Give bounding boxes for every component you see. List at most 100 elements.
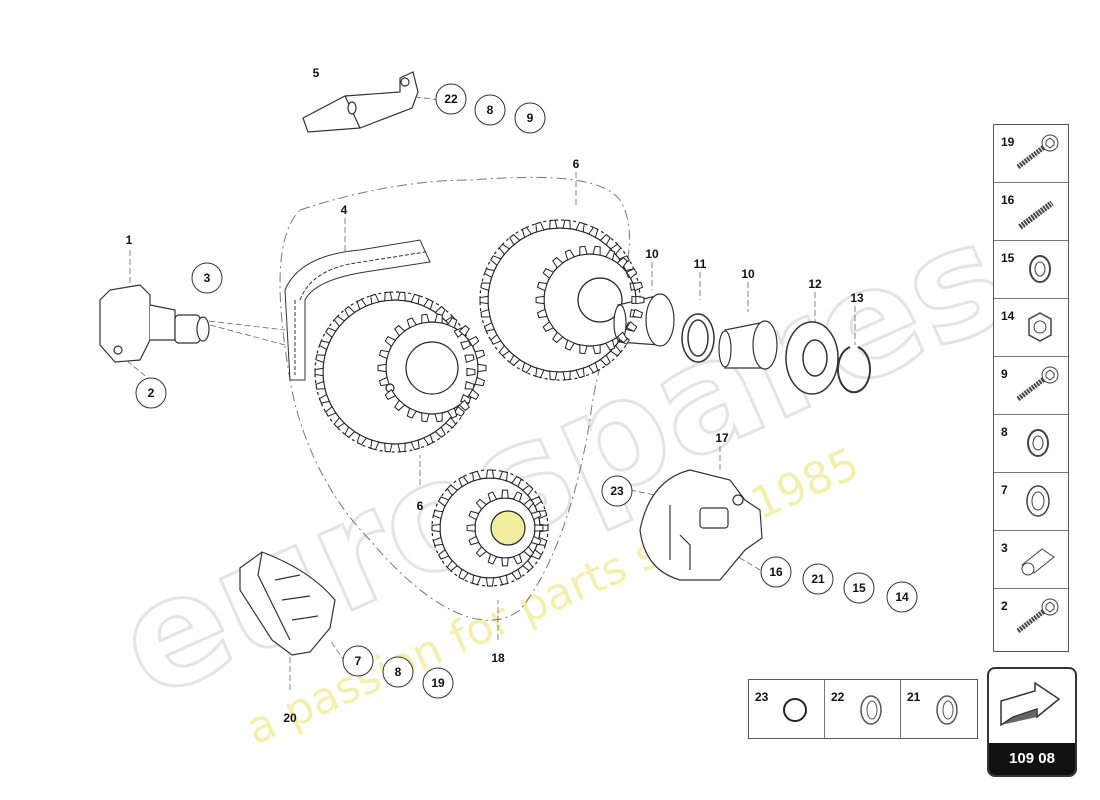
callout-7[interactable]: 7 bbox=[342, 645, 374, 677]
label-4: 4 bbox=[341, 203, 348, 217]
bolt-icon bbox=[1016, 134, 1059, 169]
legend-row[interactable]: 3 bbox=[994, 531, 1068, 589]
bracket-part-5 bbox=[302, 71, 419, 133]
bolt-icon bbox=[1016, 598, 1059, 633]
svg-text:21: 21 bbox=[811, 572, 825, 586]
legend-number: 14 bbox=[1001, 309, 1015, 323]
legend-row[interactable]: 14 bbox=[994, 299, 1068, 357]
legend-row[interactable]: 2 bbox=[994, 589, 1068, 646]
circlip-part-13 bbox=[837, 346, 871, 394]
label-10-right: 10 bbox=[741, 267, 755, 281]
gear-teeth bbox=[314, 291, 476, 453]
legend-number: 3 bbox=[1001, 541, 1008, 555]
legend-number: 22 bbox=[831, 690, 845, 704]
washer-part-12 bbox=[785, 321, 839, 395]
label-17: 17 bbox=[715, 431, 729, 445]
seal-legend-cell[interactable]: 21 bbox=[901, 680, 976, 738]
bolt-icon bbox=[1016, 366, 1059, 401]
legend-number: 7 bbox=[1001, 483, 1008, 497]
split-washer-icon bbox=[1029, 255, 1051, 283]
callout-8-top[interactable]: 8 bbox=[474, 94, 506, 126]
svg-text:23: 23 bbox=[610, 484, 624, 498]
label-20: 20 bbox=[283, 711, 297, 725]
svg-text:15: 15 bbox=[852, 581, 866, 595]
hardware-legend: 19 16 15 14 9 8 7 3 2 bbox=[993, 124, 1069, 652]
callout-14[interactable]: 14 bbox=[886, 581, 918, 613]
legend-number: 9 bbox=[1001, 367, 1008, 381]
label-6-top: 6 bbox=[573, 157, 580, 171]
seal-ring-icon bbox=[936, 695, 958, 725]
plain-labels: 1 5 4 6 6 10 11 10 12 13 17 18 20 bbox=[126, 66, 864, 725]
callout-9[interactable]: 9 bbox=[514, 102, 546, 134]
callout-16[interactable]: 16 bbox=[760, 556, 792, 588]
svg-text:8: 8 bbox=[395, 665, 402, 679]
svg-text:7: 7 bbox=[355, 654, 362, 668]
callout-19[interactable]: 19 bbox=[422, 667, 454, 699]
page-code: 109 08 bbox=[989, 743, 1075, 775]
label-1: 1 bbox=[126, 233, 133, 247]
washer-icon bbox=[1026, 485, 1050, 517]
callout-22[interactable]: 22 bbox=[435, 83, 467, 115]
callout-21[interactable]: 21 bbox=[802, 563, 834, 595]
legend-number: 21 bbox=[907, 690, 921, 704]
legend-row[interactable]: 9 bbox=[994, 357, 1068, 415]
gear-teeth bbox=[535, 245, 645, 355]
gear-part-6-right bbox=[479, 219, 641, 381]
label-5: 5 bbox=[313, 66, 320, 80]
seal-ring-icon bbox=[860, 695, 882, 725]
label-10-left: 10 bbox=[645, 247, 659, 261]
seal-legend-cell[interactable]: 22 bbox=[825, 680, 901, 738]
svg-text:16: 16 bbox=[769, 565, 783, 579]
ring-part-11 bbox=[681, 313, 715, 363]
legend-number: 8 bbox=[1001, 425, 1008, 439]
gear-teeth bbox=[466, 489, 544, 567]
leader-lines bbox=[119, 96, 856, 690]
gear-part-6-left bbox=[314, 291, 479, 453]
housing-outline bbox=[279, 176, 630, 621]
o-ring-icon bbox=[783, 698, 807, 722]
callout-23[interactable]: 23 bbox=[601, 475, 633, 507]
stud-icon bbox=[1018, 200, 1054, 230]
callout-15[interactable]: 15 bbox=[843, 572, 875, 604]
label-18: 18 bbox=[491, 651, 505, 665]
shaft-part-1 bbox=[99, 284, 210, 363]
callout-8-bottom[interactable]: 8 bbox=[382, 656, 414, 688]
chain-part-4 bbox=[284, 239, 431, 381]
callout-3[interactable]: 3 bbox=[191, 262, 223, 294]
label-12: 12 bbox=[808, 277, 822, 291]
label-6-bottom: 6 bbox=[417, 499, 424, 513]
svg-text:22: 22 bbox=[444, 92, 458, 106]
seal-legend: 23 22 21 bbox=[748, 679, 978, 739]
seal-legend-cell[interactable]: 23 bbox=[749, 680, 825, 738]
legend-number: 15 bbox=[1001, 251, 1015, 265]
tensioner-part-17 bbox=[639, 469, 763, 581]
legend-number: 16 bbox=[1001, 193, 1015, 207]
page-code-box[interactable]: 109 08 bbox=[987, 667, 1077, 777]
label-11: 11 bbox=[694, 257, 707, 271]
legend-row[interactable]: 16 bbox=[994, 183, 1068, 241]
svg-text:8: 8 bbox=[487, 103, 494, 117]
gear-teeth bbox=[479, 219, 641, 381]
svg-text:2: 2 bbox=[148, 386, 155, 400]
legend-number: 2 bbox=[1001, 599, 1008, 613]
split-washer-icon bbox=[1027, 429, 1049, 457]
svg-text:19: 19 bbox=[431, 676, 445, 690]
hex-nut-icon bbox=[1028, 312, 1052, 342]
svg-text:9: 9 bbox=[527, 111, 534, 125]
sleeve-icon bbox=[1021, 548, 1055, 576]
label-13: 13 bbox=[850, 291, 864, 305]
legend-row[interactable]: 7 bbox=[994, 473, 1068, 531]
gear-teeth bbox=[377, 313, 487, 423]
legend-row[interactable]: 15 bbox=[994, 241, 1068, 299]
bearing-part-10 bbox=[613, 293, 778, 370]
slipper-part-20 bbox=[239, 551, 336, 656]
callout-2[interactable]: 2 bbox=[135, 377, 167, 409]
svg-text:14: 14 bbox=[895, 590, 909, 604]
callouts: 3 2 22 8 9 23 16 21 15 14 7 8 19 bbox=[135, 83, 918, 699]
legend-row[interactable]: 8 bbox=[994, 415, 1068, 473]
legend-row[interactable]: 19 bbox=[994, 125, 1068, 183]
legend-number: 23 bbox=[755, 690, 769, 704]
svg-text:3: 3 bbox=[204, 271, 211, 285]
direction-arrow-icon bbox=[1000, 681, 1061, 727]
